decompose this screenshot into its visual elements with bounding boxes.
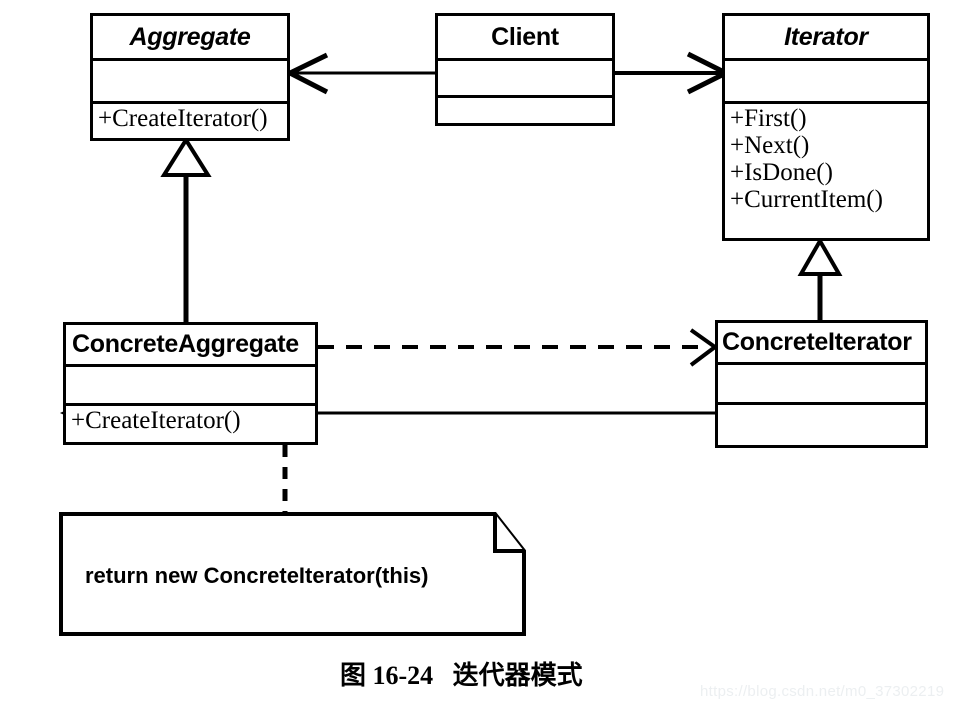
class-operations-concreteiterator — [718, 405, 925, 445]
class-box-concreteiterator[interactable]: ConcreteIterator — [715, 320, 928, 448]
class-attributes-concreteiterator — [718, 365, 925, 405]
class-operations-iterator: +First() +Next() +IsDone() +CurrentItem(… — [725, 104, 927, 238]
class-attributes-concreteaggregate — [66, 367, 315, 406]
class-title-iterator: Iterator — [725, 16, 927, 61]
class-title-concreteiterator: ConcreteIterator — [718, 323, 925, 365]
class-attributes-client — [438, 61, 612, 98]
class-box-iterator[interactable]: Iterator +First() +Next() +IsDone() +Cur… — [722, 13, 930, 241]
operation-currentitem: +CurrentItem() — [730, 186, 883, 213]
class-box-aggregate[interactable]: Aggregate +CreateIterator() — [90, 13, 290, 141]
note-text: return new ConcreteIterator(this) — [85, 563, 429, 588]
class-title-client: Client — [438, 16, 612, 61]
figure-caption: 图 16-24 迭代器模式 — [340, 661, 583, 690]
operation-next: +Next() — [730, 132, 810, 159]
relation-client-to-iterator — [615, 51, 732, 95]
class-attributes-aggregate — [93, 61, 287, 104]
class-box-concreteaggregate[interactable]: ConcreteAggregate +CreateIterator() — [63, 322, 318, 445]
relation-concreteaggregate-to-concreteiterator — [318, 328, 719, 367]
class-title-concreteaggregate: ConcreteAggregate — [66, 325, 315, 367]
operation-createiterator: +CreateIterator() — [98, 105, 268, 132]
class-operations-client — [438, 98, 612, 123]
watermark: https://blog.csdn.net/m0_37302219 — [700, 683, 945, 700]
class-title-aggregate: Aggregate — [93, 16, 287, 61]
operation-createiterator-concrete: +CreateIterator() — [71, 407, 241, 434]
class-operations-concreteaggregate: +CreateIterator() — [66, 406, 315, 442]
operation-isdone: +IsDone() — [730, 159, 833, 186]
relation-client-to-aggregate — [284, 52, 435, 95]
relation-concreteaggregate-to-aggregate — [160, 136, 212, 322]
relation-concreteiterator-to-iterator — [797, 236, 843, 320]
class-operations-aggregate: +CreateIterator() — [93, 104, 287, 138]
operation-first: +First() — [730, 105, 807, 132]
class-box-client[interactable]: Client — [435, 13, 615, 126]
class-attributes-iterator — [725, 61, 927, 104]
